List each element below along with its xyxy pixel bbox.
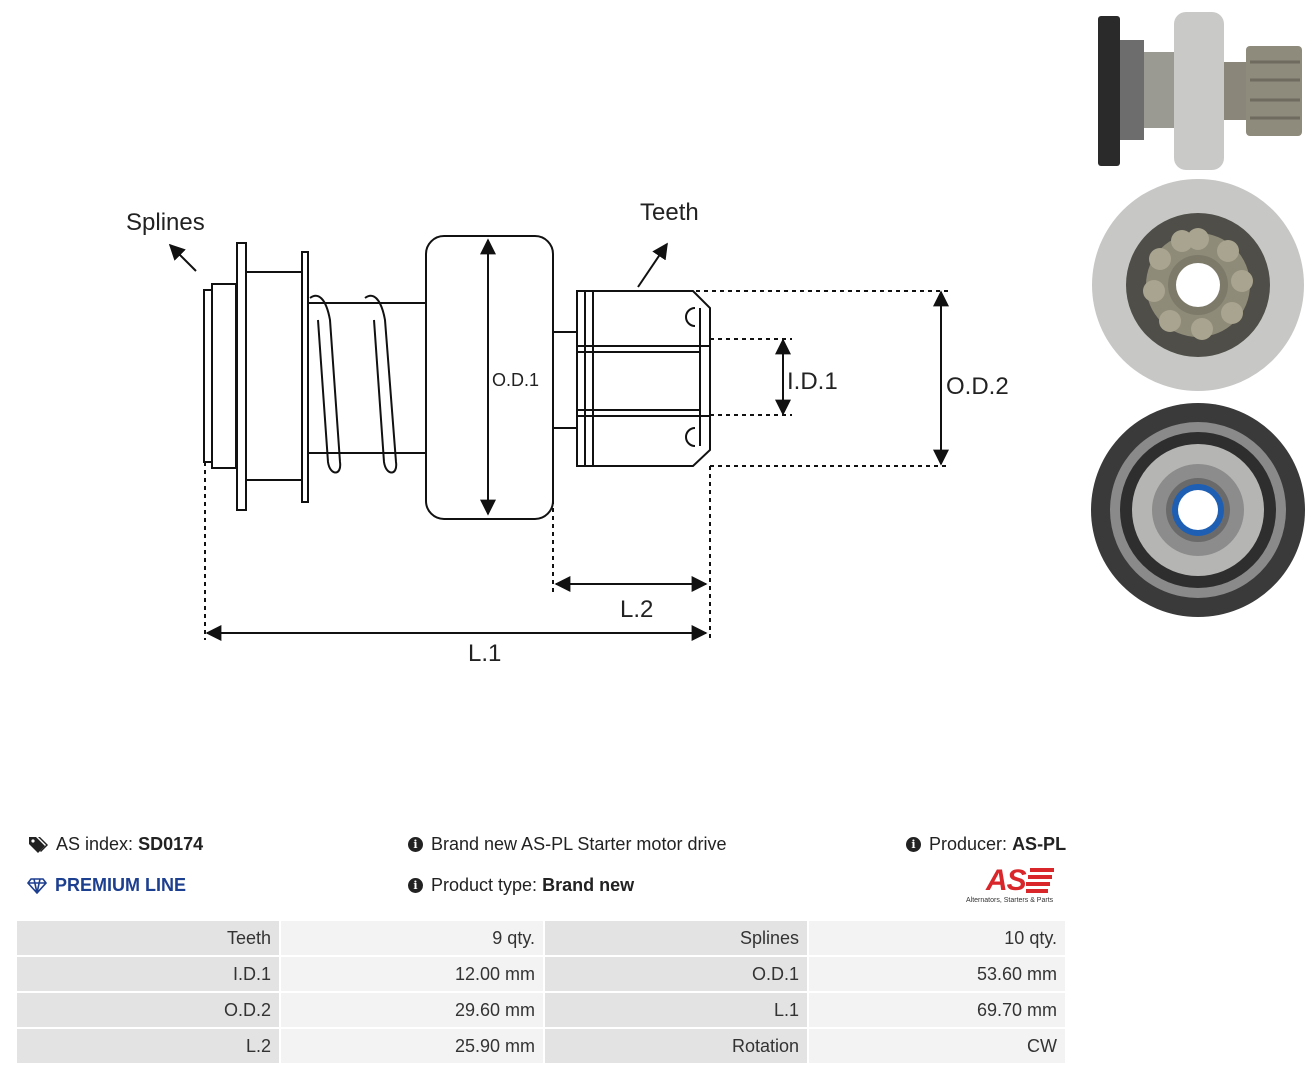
tags-icon [29,836,48,853]
spline-end [203,289,213,463]
as-index-label: AS index: [56,834,134,854]
spec-value: 29.60 mm [279,991,545,1029]
label-l1: L.1 [468,640,501,667]
spec-key: Teeth [15,919,281,957]
premium-line: PREMIUM LINE [27,875,186,896]
label-od1: O.D.1 [492,370,539,390]
spec-key: L.1 [543,991,809,1029]
spec-key: Splines [543,919,809,957]
info-icon: i [408,837,423,852]
spec-key: L.2 [15,1027,281,1065]
as-logo: AS Alternators, Starters & Parts [966,864,1068,908]
spec-key: I.D.1 [15,955,281,993]
label-splines: Splines [126,209,205,236]
spec-value: 10 qty. [807,919,1067,957]
label-teeth: Teeth [640,199,699,226]
as-logo-mark: AS [986,864,1027,897]
product-photo-back [1091,403,1305,617]
premium-line-label: PREMIUM LINE [55,875,187,895]
label-od2: O.D.2 [946,373,1009,400]
product-photo-front [1092,179,1304,391]
spec-value: 69.70 mm [807,991,1067,1029]
specs-table: Teeth 9 qty. Splines 10 qty. I.D.1 12.00… [15,919,1067,1065]
pinion-gear [576,290,711,467]
product-type-value: Brand new [542,875,635,895]
spec-key: Rotation [543,1027,809,1065]
info-icon: i [408,878,423,893]
table-row: Teeth 9 qty. Splines 10 qty. [15,919,1067,957]
spring-coil [309,294,342,474]
diamond-icon [27,877,47,894]
spec-value: CW [807,1027,1067,1065]
as-index-value: SD0174 [138,834,204,854]
info-icon: i [906,837,921,852]
spec-value: 12.00 mm [279,955,545,993]
product-type-label: Product type: [431,875,538,895]
product-type: i Product type: Brand new [408,875,634,896]
table-row: I.D.1 12.00 mm O.D.1 53.60 mm [15,955,1067,993]
spec-value: 25.90 mm [279,1027,545,1065]
producer: i Producer: AS-PL [906,834,1066,855]
description: i Brand new AS-PL Starter motor drive [408,834,726,855]
description-text: Brand new AS-PL Starter motor drive [431,834,727,854]
flange-left [236,242,247,511]
spec-key: O.D.1 [543,955,809,993]
as-logo-stripes [1026,868,1054,893]
producer-label: Producer: [929,834,1008,854]
spec-value: 53.60 mm [807,955,1067,993]
product-photo-side [1098,12,1302,170]
spec-key: O.D.2 [15,991,281,1029]
as-logo-tagline: Alternators, Starters & Parts [966,897,1054,904]
technical-drawing: Splines Teeth O.D.1 I.D.1 O.D.2 L.2 L.1 [126,199,1009,667]
label-l2: L.2 [620,596,653,623]
as-index: AS index: SD0174 [28,834,203,855]
table-row: O.D.2 29.60 mm L.1 69.70 mm [15,991,1067,1029]
label-id1: I.D.1 [787,368,838,395]
spec-value: 9 qty. [279,919,545,957]
table-row: L.2 25.90 mm Rotation CW [15,1027,1067,1065]
producer-value: AS-PL [1012,834,1067,854]
